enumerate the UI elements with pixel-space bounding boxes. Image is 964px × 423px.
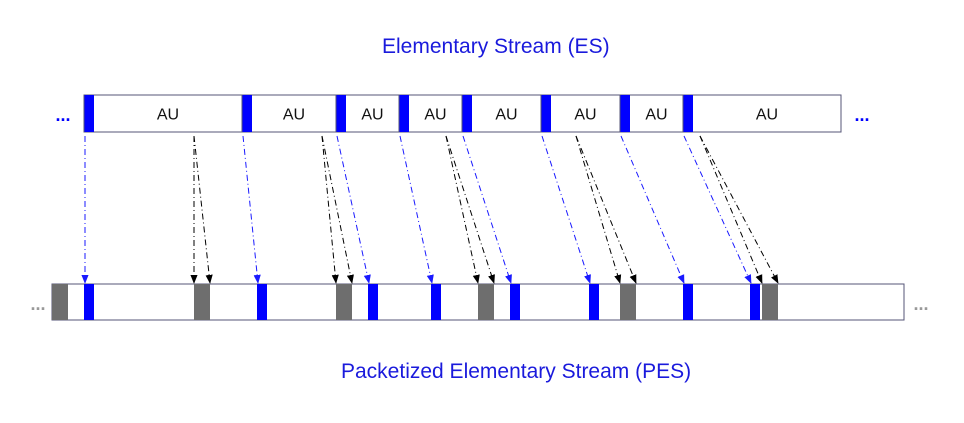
pes-packet-header [52,284,68,320]
es-to-pes-arrow [336,135,371,284]
pes-packet-header [620,284,636,320]
es-ellipsis-left: ... [55,105,70,125]
packet-boundary-arrow [699,135,779,284]
pes-au-header [431,284,441,320]
au-label: AU [756,107,778,124]
packet-boundary-arrow [445,135,480,284]
es-to-pes-arrow [620,135,685,284]
pes-packet-header [194,284,210,320]
es-to-pes-arrow [399,135,434,284]
packet-boundary-arrow [321,135,339,284]
pes-packet-header [336,284,352,320]
packet-boundary-arrow [321,135,354,284]
pes-au-header [683,284,693,320]
pes-au-header [750,284,760,320]
au-label: AU [574,107,596,124]
pes-title: Packetized Elementary Stream (PES) [341,360,692,383]
au-label: AU [157,107,179,124]
es-au-header [242,95,252,132]
au-label: AU [361,107,383,124]
es-au-header [683,95,693,132]
es-au-header [462,95,472,132]
es-to-pes-arrow [683,135,752,284]
es-au-header [84,95,94,132]
es-ellipsis-right: ... [854,105,869,125]
es-au-header [620,95,630,132]
au-label: AU [283,107,305,124]
packet-boundary-arrow [575,135,637,284]
pes-au-header [84,284,94,320]
au-label: AU [645,107,667,124]
pes-ellipsis-left: ... [30,294,45,314]
es-au-header [399,95,409,132]
pes-packet-header [478,284,494,320]
es-au-header [541,95,551,132]
es-to-pes-arrow [242,135,261,284]
pes-au-header [510,284,520,320]
es-au-header [336,95,346,132]
pes-au-header [589,284,599,320]
pes-au-header [368,284,378,320]
es-title: Elementary Stream (ES) [382,35,610,58]
pes-au-header [257,284,267,320]
au-label: AU [424,107,446,124]
es-to-pes-arrow [541,135,591,284]
pes-packet-header [762,284,778,320]
packet-boundary-arrow [699,135,763,284]
packet-boundary-arrow [445,135,495,284]
au-label: AU [495,107,517,124]
packet-boundary-arrow [193,135,213,284]
pes-ellipsis-right: ... [913,294,928,314]
